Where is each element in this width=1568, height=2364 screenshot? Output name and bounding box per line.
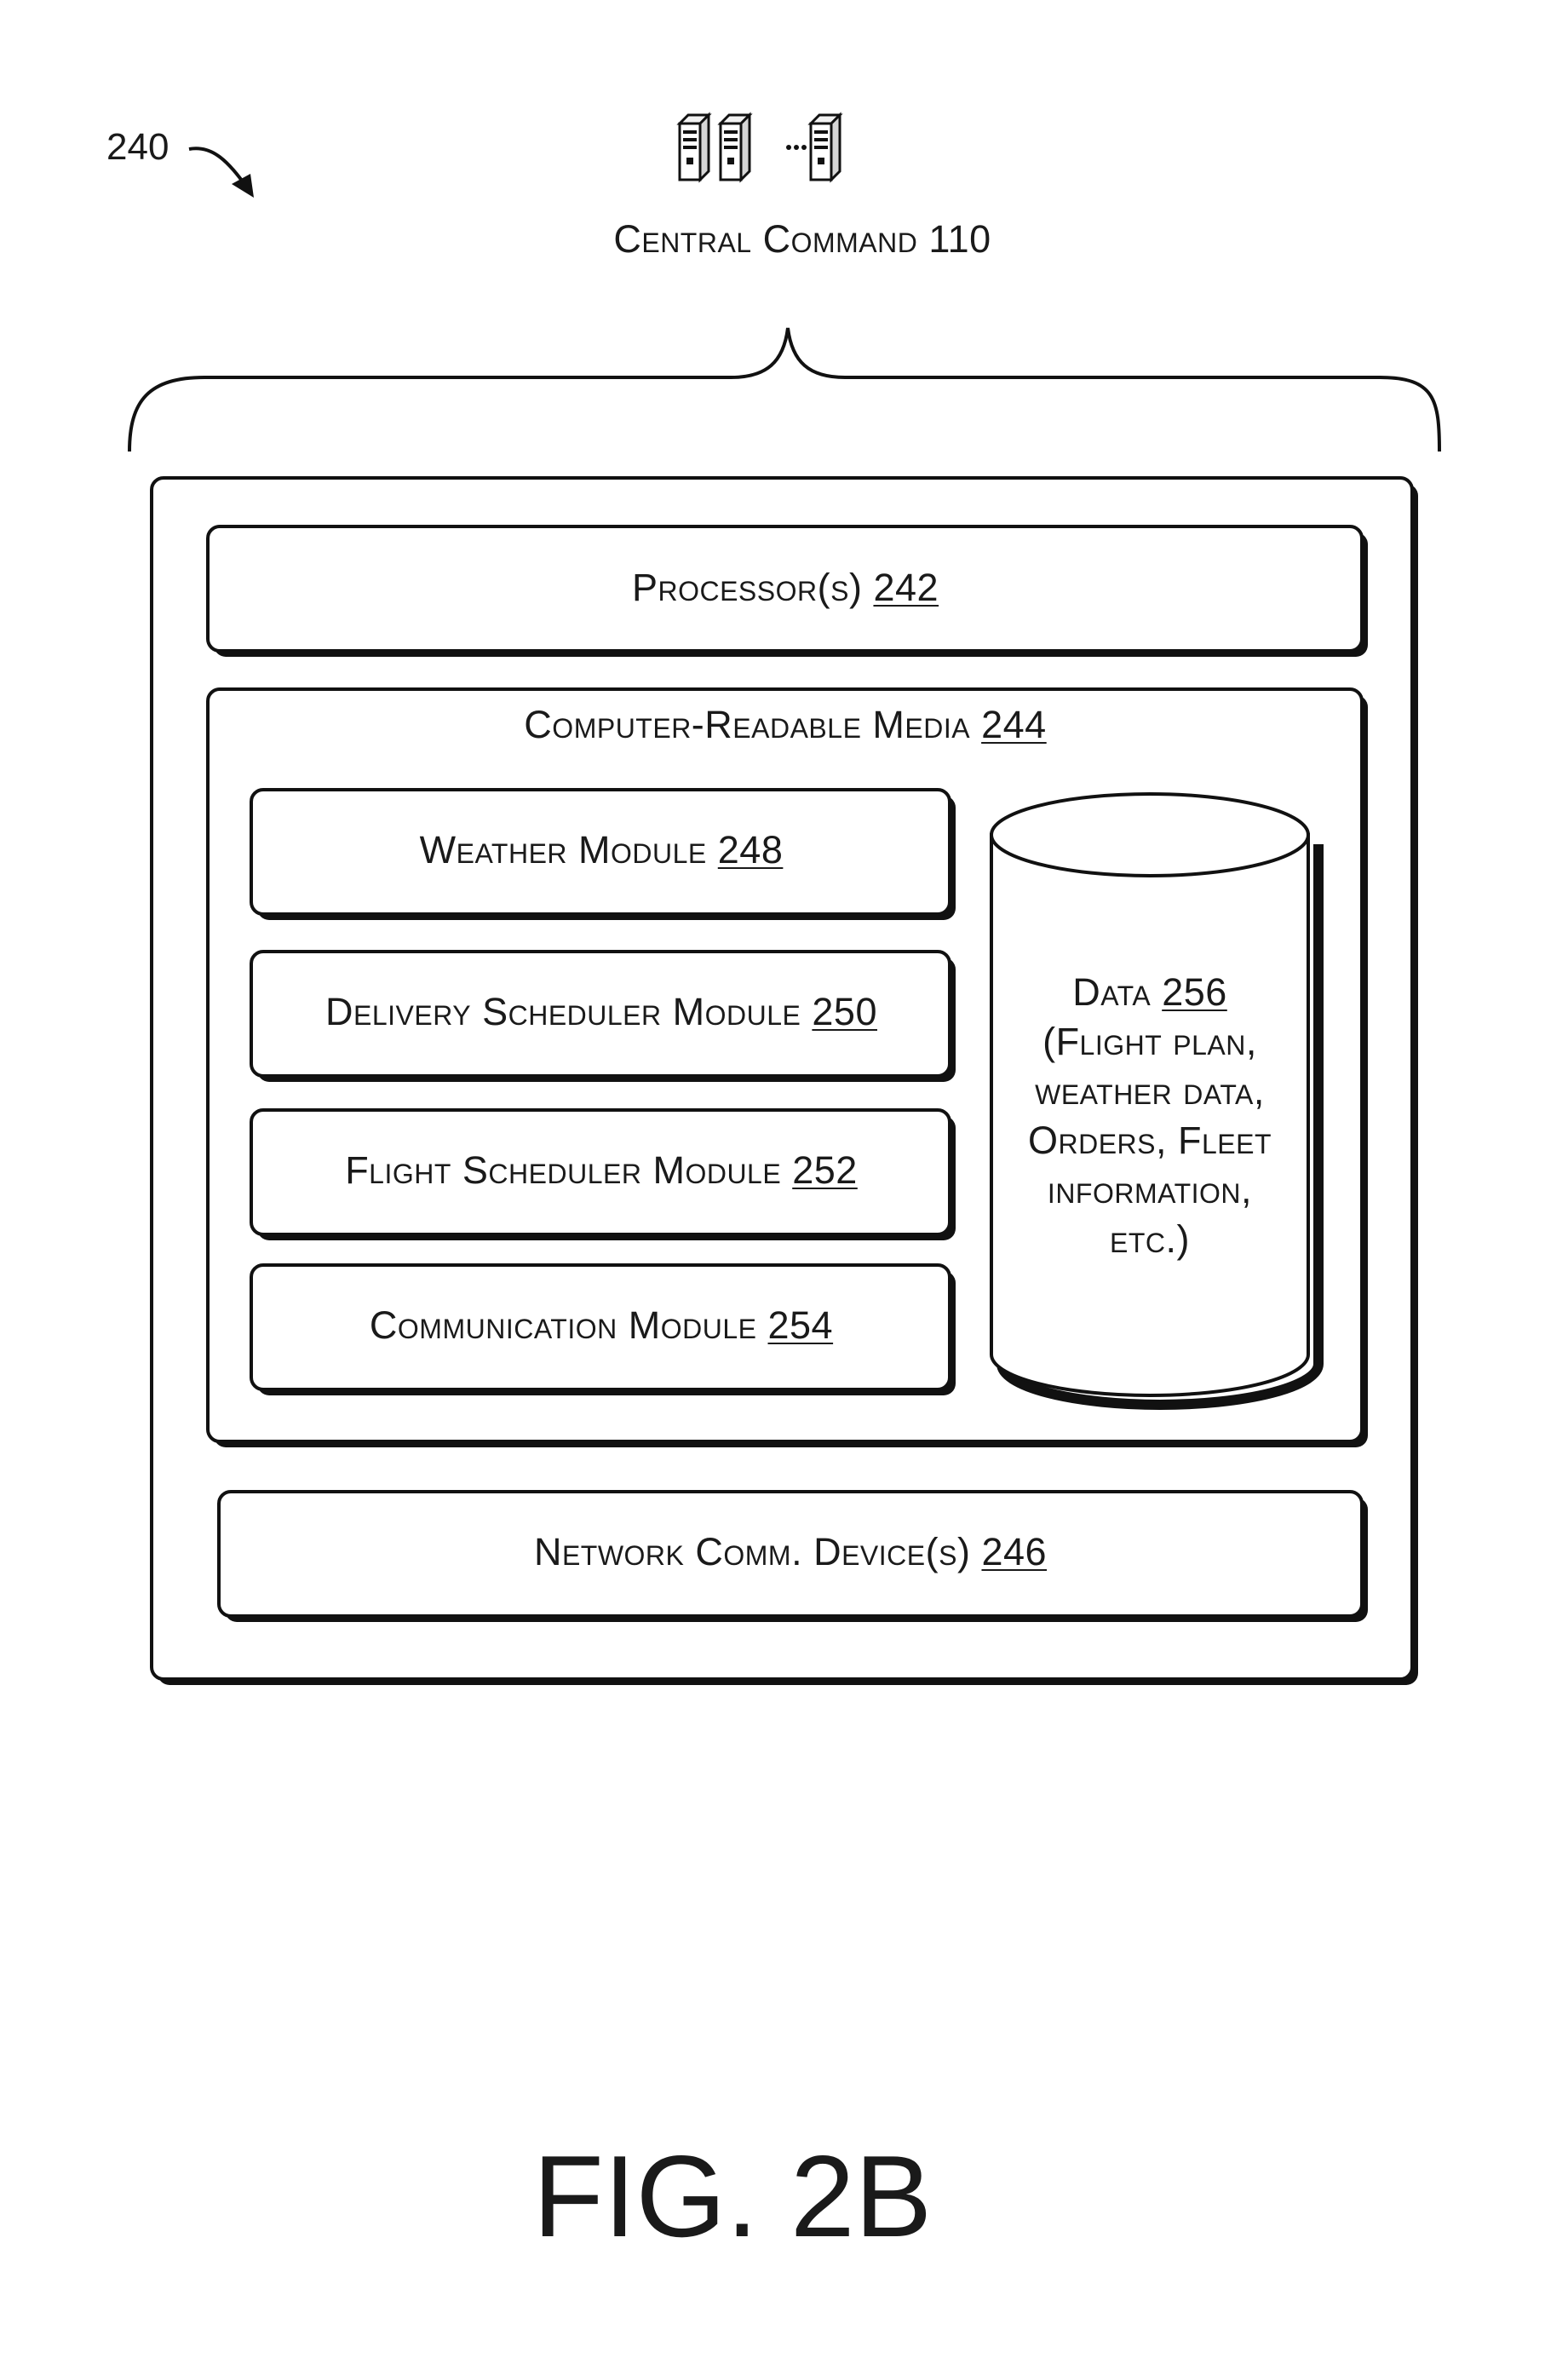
media-label: Computer-Readable Media: [524, 703, 970, 746]
weather-module-number: 248: [718, 828, 784, 871]
delivery-scheduler-module-number: 250: [812, 990, 877, 1033]
arrow-head: [232, 174, 254, 198]
processor-text: Processor(s) 242: [632, 566, 939, 610]
data-store-label: Data: [1072, 970, 1151, 1014]
central-command-title: Central Command 110: [613, 217, 991, 262]
data-store-line: weather data,: [1028, 1067, 1272, 1116]
flight-scheduler-module-number: 252: [792, 1148, 858, 1192]
data-store-text: Data 256 (Flight plan, weather data, Ord…: [1028, 968, 1272, 1264]
weather-module-text: Weather Module 248: [420, 828, 784, 872]
delivery-scheduler-module-text: Delivery Scheduler Module 250: [325, 990, 877, 1034]
data-store-line: etc.): [1028, 1215, 1272, 1264]
communication-module-text: Communication Module 254: [370, 1303, 833, 1348]
curly-brace-icon: [129, 328, 1439, 452]
network-comm-device-number: 246: [981, 1530, 1047, 1573]
central-command-label: Central Command: [613, 217, 917, 261]
figure-label: FIG. 2B: [533, 2130, 933, 2263]
communication-module-number: 254: [768, 1303, 834, 1347]
delivery-scheduler-module-label: Delivery Scheduler Module: [325, 990, 801, 1033]
data-store-line: Orders, Fleet: [1028, 1116, 1272, 1165]
network-comm-device-label: Network Comm. Device(s): [534, 1530, 971, 1573]
central-command-number: 110: [928, 217, 991, 261]
data-store-line: information,: [1028, 1165, 1272, 1215]
processor-number: 242: [873, 566, 939, 609]
media-number: 244: [981, 703, 1047, 746]
server-cluster-icon: [680, 115, 840, 180]
network-comm-device-text: Network Comm. Device(s) 246: [534, 1530, 1047, 1574]
weather-module-label: Weather Module: [420, 828, 707, 871]
processor-label: Processor(s): [632, 566, 862, 609]
reference-label: 240: [106, 126, 169, 169]
data-store-number: 256: [1162, 970, 1227, 1014]
media-title: Computer-Readable Media 244: [524, 703, 1046, 747]
data-store-title: Data 256: [1028, 968, 1272, 1017]
data-store-line: (Flight plan,: [1028, 1017, 1272, 1067]
flight-scheduler-module-label: Flight Scheduler Module: [345, 1148, 781, 1192]
flight-scheduler-module-text: Flight Scheduler Module 252: [345, 1148, 858, 1193]
communication-module-label: Communication Module: [370, 1303, 757, 1347]
